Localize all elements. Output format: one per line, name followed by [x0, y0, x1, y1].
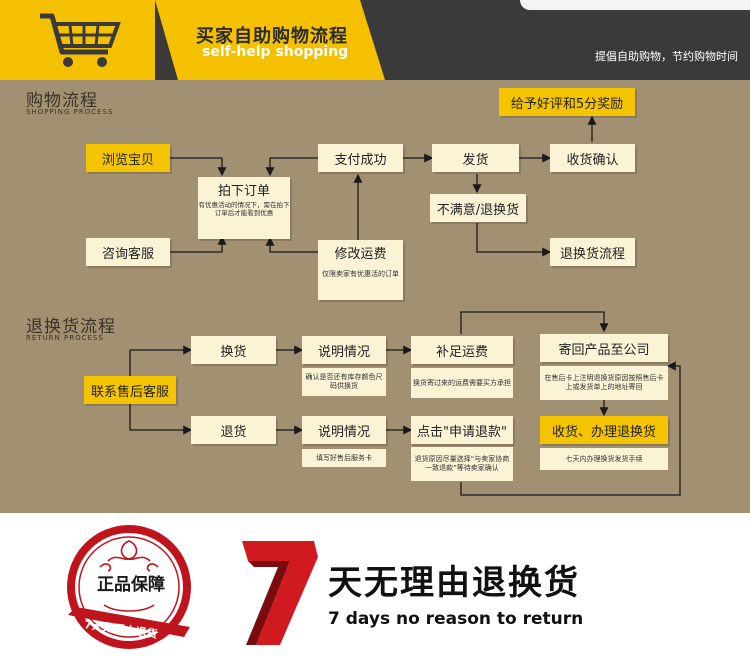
shopping-section-subtitle: SHOPPING PROCESS	[26, 108, 114, 116]
step-modify-shipping: 修改运费 仅限卖家有优惠活的订单	[318, 240, 403, 300]
step-receive-label: 收货、办理退换货	[551, 424, 656, 440]
step-pay-label: 支付成功	[334, 152, 387, 168]
step-consult: 咨询客服	[86, 238, 170, 266]
title-ribbon	[150, 0, 390, 80]
step-return-flow-label: 退换货流程	[559, 246, 625, 262]
step-explain-refund-note: 填写好售后服务卡	[302, 449, 386, 467]
step-reward-label: 给予好评和5分奖励	[510, 96, 624, 112]
step-apply-refund-label: 点击"申请退款"	[417, 424, 507, 440]
step-unsatisfied-label: 不满意/退换货	[436, 202, 520, 218]
step-consult-label: 咨询客服	[101, 246, 154, 262]
header-slogan: 提倡自助购物，节约购物时间	[595, 50, 738, 63]
shopping-cart-icon	[40, 13, 121, 67]
step-send-back: 寄回产品至公司	[540, 334, 668, 362]
step-modify-note: 仅限卖家有优惠活的订单	[322, 270, 399, 278]
seal-ornament-icon	[67, 525, 191, 649]
step-modify-label: 修改运费	[334, 247, 387, 262]
page-subtitle: self-help shopping	[202, 44, 349, 60]
step-receive-note: 七天内办理换货发货手续	[540, 448, 668, 470]
shopping-section-title: 购物流程	[26, 91, 98, 111]
return-section-title: 退换货流程	[26, 317, 116, 337]
step-explain1-label: 说明情况	[317, 344, 370, 360]
header-top-accent	[520, 0, 750, 10]
step-browse: 浏览宝贝	[86, 144, 170, 172]
return-section-subtitle: RETURN PROCESS	[26, 334, 104, 342]
header: 买家自助购物流程 self-help shopping 提倡自助购物，节约购物时…	[0, 0, 750, 80]
step-order-note: 有优惠活动的情况下，需在拍下订单后才能看到优惠	[198, 201, 290, 217]
big-seven-number: 7	[290, 592, 291, 594]
step-exchange: 换货	[191, 336, 276, 364]
step-exchange-label: 换货	[220, 344, 247, 360]
step-unsatisfied: 不满意/退换货	[430, 194, 526, 222]
step-ship: 发货	[432, 144, 519, 172]
flow-connectors	[129, 115, 681, 496]
step-confirm-label: 收货确认	[566, 152, 619, 168]
step-explain-refund: 说明情况	[302, 416, 386, 444]
page-title: 买家自助购物流程	[196, 26, 348, 47]
step-pay-shipping-label: 补足运费	[435, 344, 488, 360]
step-refund: 退货	[191, 416, 276, 444]
seal-text: 正品保障	[97, 575, 165, 595]
step-explain2-label: 说明情况	[317, 424, 370, 440]
step-apply-refund-note: 退货原因尽量选择“与卖家协商一致退款”等待卖家确认	[411, 447, 513, 481]
step-order: 拍下订单 有优惠活动的情况下，需在拍下订单后才能看到优惠	[198, 177, 290, 239]
headline-en: 7 days no reason to return	[328, 609, 584, 629]
step-ship-label: 发货	[462, 152, 489, 168]
step-contact-label: 联系售后客服	[90, 384, 169, 400]
big-seven-graphic: 7	[242, 541, 318, 645]
headline-cn: 天无理由退换货	[328, 563, 580, 603]
step-browse-label: 浏览宝贝	[101, 152, 154, 168]
process-panel: 购物流程 SHOPPING PROCESS 浏览宝贝 咨询客服 拍下订单 有优惠…	[0, 80, 750, 513]
step-contact-service: 联系售后客服	[84, 376, 176, 404]
step-send-back-note: 在售后卡上注明退换货原因按照售后卡上或发货单上的地址寄回	[540, 366, 668, 400]
step-receive-process: 收货、办理退换货	[540, 416, 668, 444]
step-return-flow: 退换货流程	[550, 238, 635, 266]
step-explain-exchange: 说明情况	[302, 336, 386, 364]
step-pay-shipping: 补足运费	[411, 336, 513, 364]
cart-badge	[0, 0, 155, 80]
step-apply-refund: 点击"申请退款"	[411, 416, 513, 444]
step-send-back-label: 寄回产品至公司	[558, 342, 650, 358]
step-order-label: 拍下订单	[217, 184, 270, 199]
step-confirm: 收货确认	[550, 144, 635, 172]
step-refund-label: 退货	[220, 424, 247, 440]
step-pay-shipping-note: 换货寄过来的运费需要买方承担	[411, 368, 513, 398]
step-explain-exchange-note: 确认是否还有库存颜色尺码供换货	[302, 368, 386, 396]
step-reward: 给予好评和5分奖励	[499, 88, 635, 116]
step-pay: 支付成功	[318, 144, 403, 172]
guarantee-banner: 正品保障 7天无理由退货 7 天无理由退换货 7 days no reason …	[0, 513, 750, 668]
